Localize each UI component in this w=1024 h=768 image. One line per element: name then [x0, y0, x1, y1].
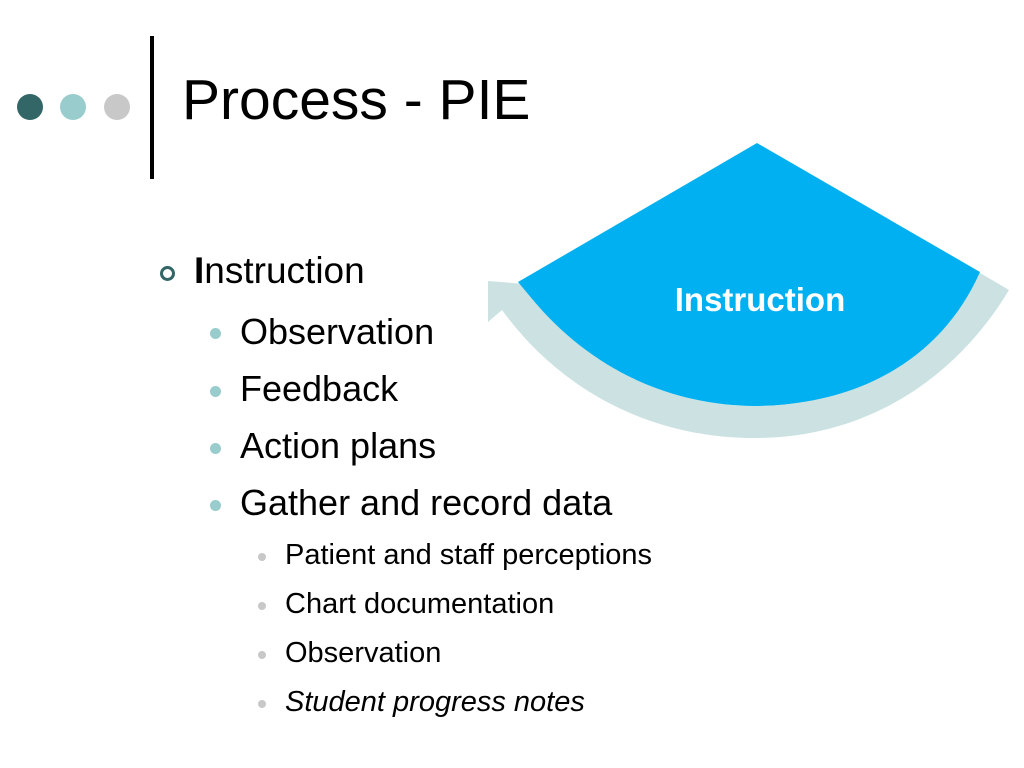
bullet-dot-icon	[210, 328, 221, 339]
initial-letter: I	[194, 250, 205, 291]
bullet-dot-icon	[210, 386, 221, 397]
small-bullet-icon	[258, 602, 266, 610]
bullet-dot-icon	[210, 500, 221, 511]
slide-title: Process - PIE	[182, 68, 531, 132]
sub-item-italic: Student progress notes	[285, 686, 585, 718]
diagram-label-instruction: Instruction	[674, 281, 846, 318]
sub-item: Chart documentation	[285, 588, 555, 620]
decor-dot-dark	[17, 94, 43, 120]
sub-item: Patient and staff perceptions	[285, 539, 653, 571]
outline-item: Observation	[240, 311, 435, 352]
small-bullet-icon	[258, 553, 266, 561]
outline-item: Action plans	[240, 425, 437, 466]
instruction-sector	[518, 143, 980, 406]
small-bullet-icon	[258, 651, 266, 659]
small-bullet-icon	[258, 700, 266, 708]
bullet-dot-icon	[210, 443, 221, 454]
title-divider	[150, 36, 154, 179]
outline-item: Gather and record data	[240, 482, 613, 523]
item-text: nstruction	[204, 250, 365, 291]
sub-item: Observation	[285, 637, 442, 669]
cycle-arrow	[488, 270, 1009, 438]
outline-item: Feedback	[240, 368, 399, 409]
outline-item-instruction: Instruction	[194, 252, 365, 289]
decor-dot-teal	[60, 94, 86, 120]
decor-dot-gray	[104, 94, 130, 120]
ring-bullet-icon	[160, 266, 175, 281]
